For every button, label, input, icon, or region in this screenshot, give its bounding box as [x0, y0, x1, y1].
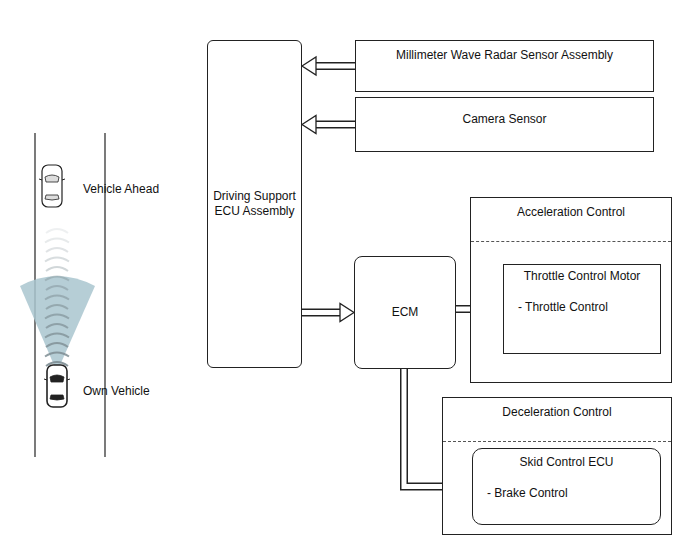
arrow-head [302, 116, 316, 134]
radar-wave-arc [46, 286, 68, 290]
arrow-shaft-outline [302, 309, 340, 317]
ecm-box: ECM [354, 256, 456, 369]
arrow-shaft-outline [316, 121, 355, 129]
sensor-box: Camera Sensor [355, 97, 654, 152]
radar-wave-arc [46, 343, 68, 347]
sensor-box: Millimeter Wave Radar Sensor Assembly [355, 40, 654, 92]
control-group: Deceleration ControlSkid Control ECU - Br… [442, 397, 672, 535]
vehicle-label: Own Vehicle [83, 384, 150, 398]
node-title: Deceleration Control [443, 405, 671, 420]
node-title: Throttle Control Motor [504, 269, 660, 284]
vehicle-label: Vehicle Ahead [83, 182, 159, 196]
node-title: Camera Sensor [356, 112, 653, 127]
own-vehicle-car [44, 365, 70, 407]
arrow-shaft-fill [316, 122, 355, 127]
radar-wave-arc [46, 267, 68, 271]
radar-waves [45, 229, 69, 366]
arrow-shaft-fill [316, 64, 355, 69]
arrow-shaft-outline [316, 62, 355, 70]
control-group: Acceleration ControlThrottle Control Mot… [470, 197, 672, 383]
node-title: Skid Control ECU [473, 455, 660, 470]
node-title: ECM [392, 305, 419, 320]
node-title: Driving Support ECU Assembly [212, 189, 297, 219]
radar-wave-arc [45, 239, 69, 243]
arrow-head [340, 304, 354, 322]
actuator-box: Throttle Control Motor - Throttle Control [503, 264, 661, 354]
radar-wave-arc [45, 334, 69, 338]
node-title: Acceleration Control [471, 205, 671, 220]
lane-line [104, 133, 105, 457]
hollow-arrow [302, 57, 355, 75]
hollow-arrow [302, 116, 355, 134]
ecu-box: Driving Support ECU Assembly [207, 40, 302, 368]
arrow-head [302, 57, 316, 75]
radar-wave-arc [45, 353, 69, 357]
node-body: - Throttle Control [504, 300, 660, 315]
hollow-arrow [302, 304, 354, 322]
radar-wave-arc [46, 324, 68, 328]
dashed-divider [471, 241, 671, 242]
node-title: Millimeter Wave Radar Sensor Assembly [356, 48, 653, 63]
radar-wave-arc [46, 248, 68, 252]
arrow-shaft-fill [302, 310, 340, 315]
vehicle-ahead-car [39, 165, 65, 207]
radar-beam [20, 276, 95, 372]
radar-wave-arc [46, 229, 68, 233]
ecu-box: Skid Control ECU - Brake Control [472, 448, 661, 525]
radar-wave-arc [45, 258, 69, 262]
radar-wave-arc [45, 315, 69, 319]
node-body: - Brake Control [473, 486, 660, 501]
radar-wave-arc [45, 277, 69, 281]
radar-wave-arc [45, 296, 69, 300]
radar-wave-arc [46, 305, 68, 309]
dashed-divider [443, 441, 671, 442]
